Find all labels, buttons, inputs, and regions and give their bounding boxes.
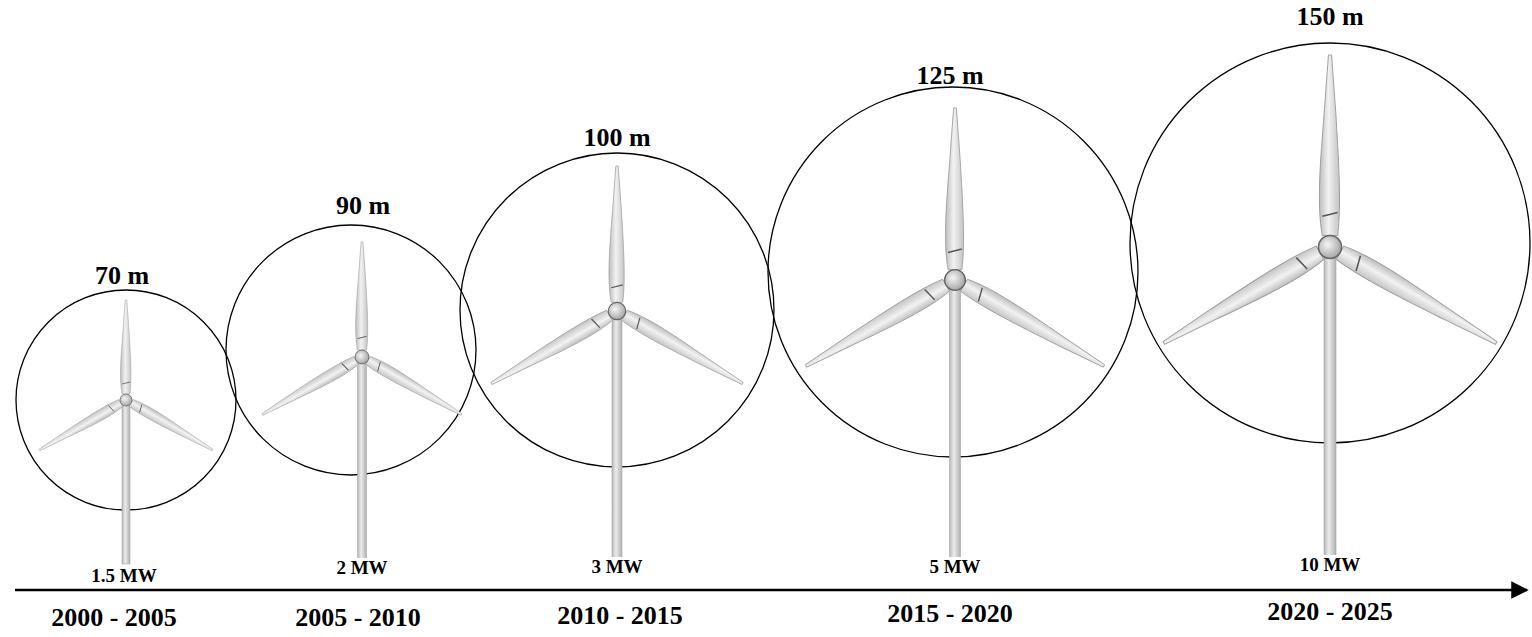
period-label: 2000 - 2005 [51,604,177,633]
rotor [37,55,1502,455]
power-label: 3 MW [588,557,645,578]
tower [122,247,1336,564]
diameter-label: 150 m [1296,3,1363,32]
period-label: 2015 - 2020 [887,600,1013,629]
diameter-label: 100 m [583,124,650,153]
power-label: 2 MW [333,558,390,579]
period-label: 2010 - 2015 [557,602,683,631]
power-label: 10 MW [1297,555,1364,576]
timeline-axis [15,589,1527,592]
diameter-label: 125 m [916,62,983,91]
power-label: 1.5 MW [88,566,159,587]
diameter-label: 70 m [95,262,149,291]
period-label: 2020 - 2025 [1267,598,1393,627]
period-label: 2005 - 2010 [295,604,421,633]
power-label: 5 MW [926,557,983,578]
diameter-label: 90 m [336,192,390,221]
rotor-circle [16,43,1530,510]
